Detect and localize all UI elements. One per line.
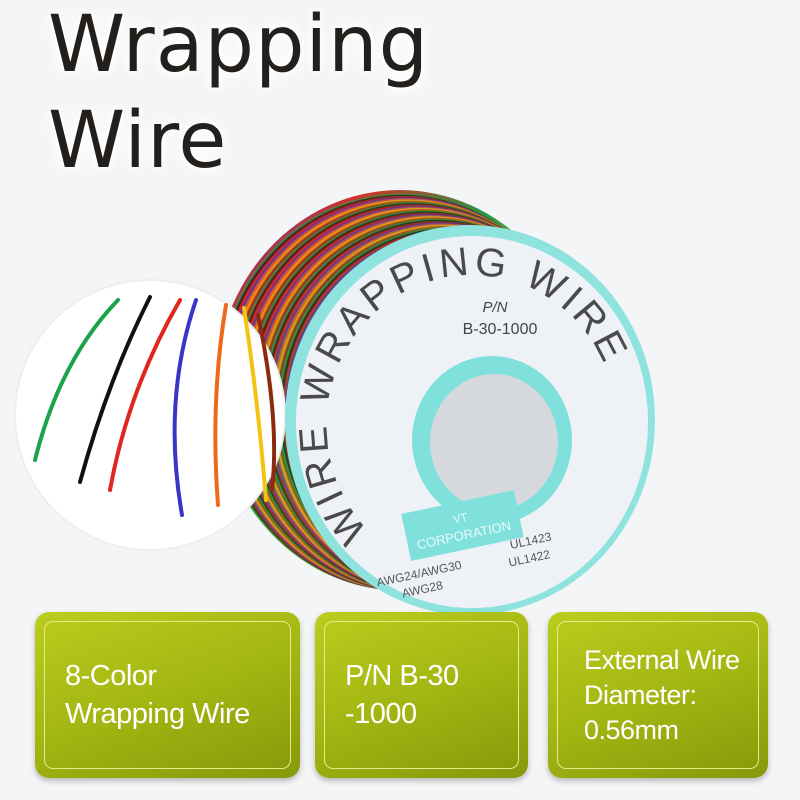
feature-text: External Wire Diameter: 0.56mm: [584, 612, 740, 778]
spool-part-number: B-30-1000: [463, 321, 538, 338]
feature-text: P/N B-30 -1000: [345, 612, 459, 778]
box-border: [324, 621, 519, 769]
wire-strand: [78, 295, 152, 484]
feature-box-colors: 8-Color Wrapping Wire: [35, 612, 300, 778]
feature-line: External Wire: [584, 644, 740, 675]
box-border: [44, 621, 291, 769]
wire-strand: [172, 298, 198, 517]
feature-box-part-number: P/N B-30 -1000: [315, 612, 528, 778]
brand-line1: VT: [452, 511, 469, 526]
wire-strand: [213, 303, 228, 507]
feature-line: -1000: [345, 698, 417, 730]
feature-box-diameter: External Wire Diameter: 0.56mm: [548, 612, 768, 778]
feature-text: 8-Color Wrapping Wire: [65, 612, 250, 778]
spool-brand-tag: [401, 490, 524, 562]
feature-line: P/N B-30: [345, 660, 459, 692]
feature-line: 8-Color: [65, 660, 157, 692]
spool-hub-hole: [430, 374, 558, 510]
feature-line: 0.56mm: [584, 714, 679, 745]
wire-strand: [256, 313, 277, 492]
feature-line: Wrapping Wire: [65, 698, 250, 730]
wire-strand: [108, 298, 182, 492]
box-border: [557, 621, 759, 769]
spool-pn-label: P/N: [482, 299, 507, 316]
loose-wires: [33, 295, 277, 517]
title-line-2: Wire: [48, 96, 228, 186]
title-line-1: Wrapping: [48, 0, 430, 90]
wire-strand: [33, 298, 120, 462]
feature-line: Diameter:: [584, 679, 697, 710]
wire-strand: [242, 306, 268, 502]
